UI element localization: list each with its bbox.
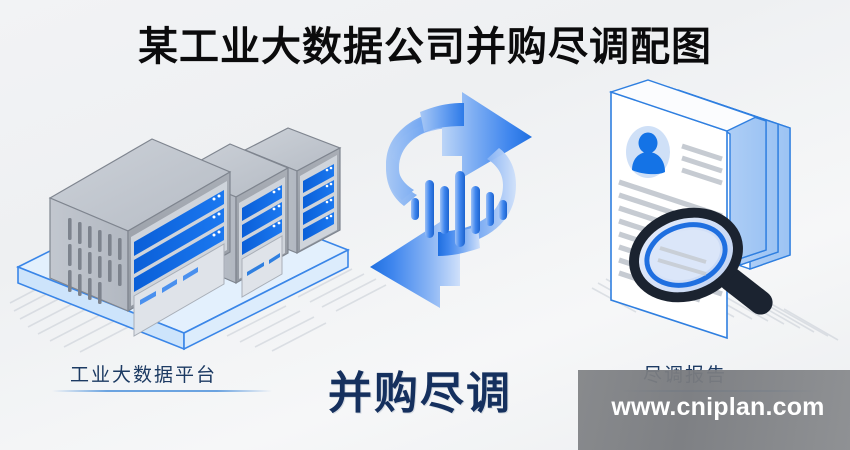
center-caption: 并购尽调	[328, 369, 512, 418]
drive-bays-1	[133, 190, 225, 337]
drive-bays-2	[241, 185, 283, 298]
server-rack-1	[48, 138, 232, 337]
waveform-bars	[411, 171, 507, 247]
document-header-lines	[681, 143, 723, 186]
left-figure-label: 工业大数据平台	[70, 365, 218, 386]
page-title: 某工业大数据公司并购尽调配图	[138, 25, 712, 69]
drive-bays-3	[303, 164, 334, 241]
watermark-bar	[578, 370, 850, 450]
magnifier-icon	[629, 207, 773, 315]
avatar	[626, 126, 670, 178]
front-indicator-strips	[140, 267, 198, 305]
left-figure-underline	[52, 390, 272, 392]
watermark-text: www.cniplan.com	[611, 393, 825, 421]
cycle-arrow-top	[386, 92, 532, 206]
vent-slots	[68, 218, 122, 304]
